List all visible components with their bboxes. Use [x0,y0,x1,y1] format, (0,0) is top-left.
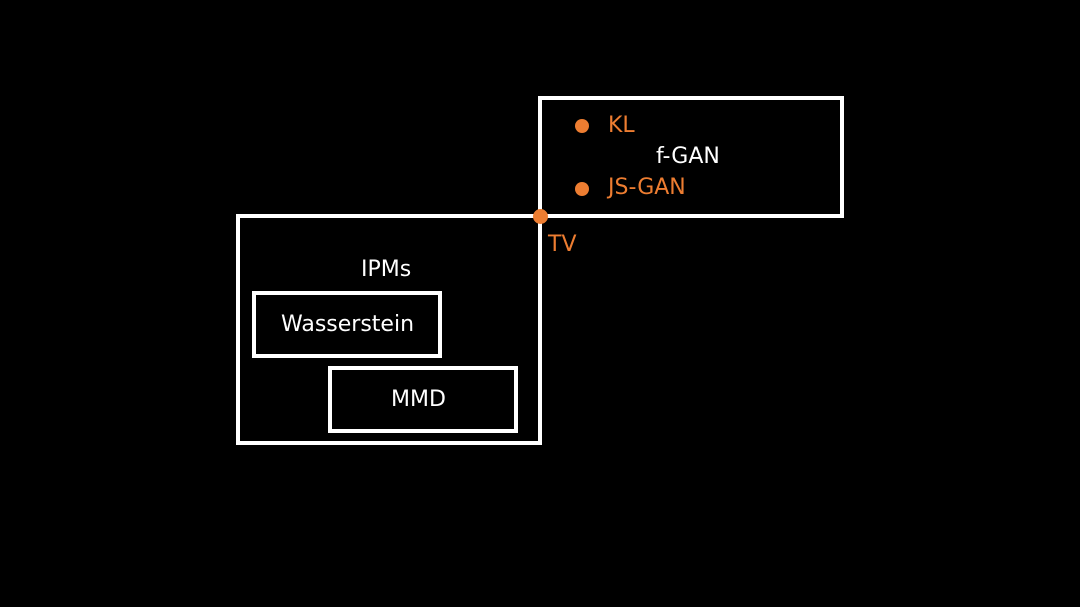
mmd-box [328,366,518,433]
tv-marker [533,209,548,224]
fgan-title: f-GAN [656,144,720,169]
wasserstein-box [252,291,442,358]
kl-label: KL [608,113,635,138]
tv-label: TV [548,232,577,257]
ipm-title: IPMs [361,257,412,282]
mmd-label: MMD [391,387,446,412]
wasserstein-label: Wasserstein [281,312,415,337]
ipm-box [236,214,542,445]
js-gan-label: JS-GAN [608,175,686,200]
kl-marker [575,119,589,133]
js-gan-marker [575,182,589,196]
fgan-box [538,96,844,218]
